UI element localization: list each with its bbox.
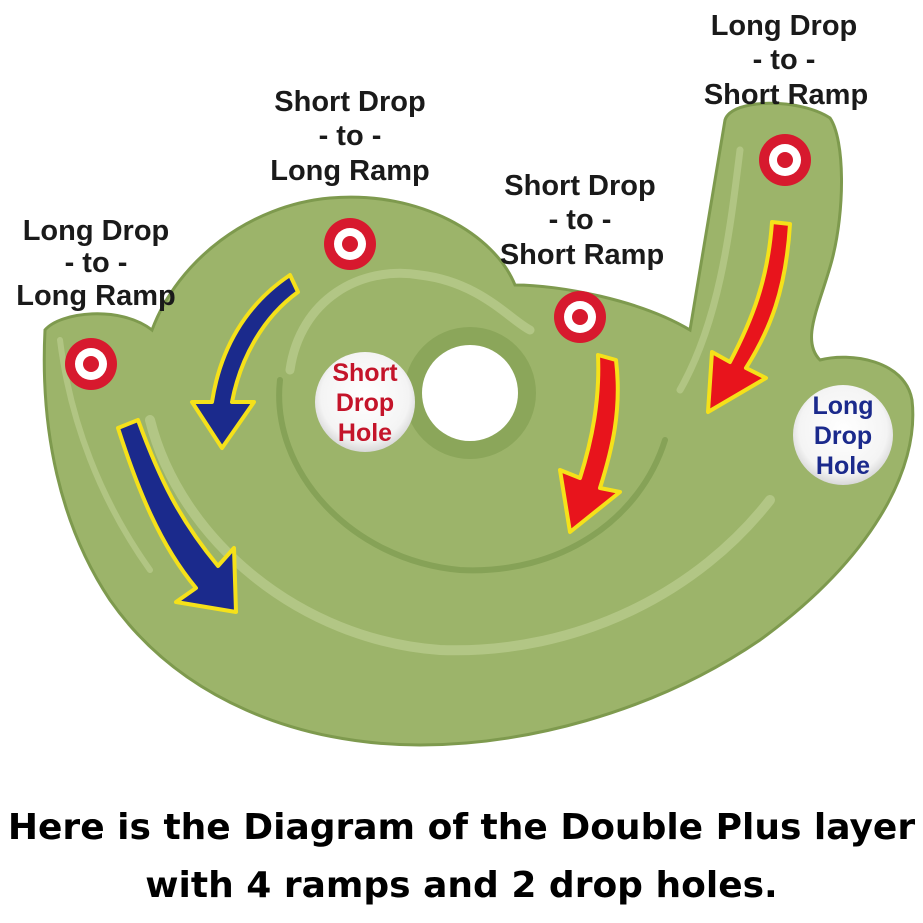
target-dot: [572, 309, 588, 325]
label-long-drop-short-ramp: Long Drop - to - Short Ramp: [704, 10, 868, 111]
label-line: Short Ramp: [500, 239, 664, 271]
long-hole-line-2: Drop: [814, 422, 872, 450]
inner-ring: [276, 377, 668, 574]
target-dot: [777, 152, 793, 168]
short-hole-line-3: Hole: [338, 419, 392, 447]
center-hole: [422, 345, 518, 441]
right-arm-edge: [676, 146, 744, 394]
target-dot: [342, 236, 358, 252]
label-long-drop-long-ramp: Long Drop - to - Long Ramp: [16, 215, 176, 312]
arrow-blue-long-ramp: [116, 418, 238, 614]
target-short-short: [554, 291, 606, 343]
long-hole-line-1: Long: [812, 392, 873, 420]
arrows: [116, 220, 792, 614]
short-drop-hole-circle: [315, 352, 415, 452]
label-line: Short Drop: [274, 86, 425, 118]
label-line: - to -: [549, 204, 612, 236]
arrow-red-short-short: [558, 353, 622, 534]
label-line: Long Drop: [23, 215, 170, 247]
target-long-short: [759, 134, 811, 186]
label-short-drop-long-ramp: Short Drop - to - Long Ramp: [270, 86, 430, 187]
channel-ridge-inner: [285, 268, 535, 375]
label-line: Long Ramp: [16, 280, 176, 312]
arrow-blue-short-long: [190, 273, 300, 450]
caption-line-1: Here is the Diagram of the Double Plus l…: [7, 807, 916, 848]
caption-line-2: with 4 ramps and 2 drop holes.: [145, 865, 778, 906]
label-short-drop-short-ramp: Short Drop - to - Short Ramp: [500, 170, 664, 271]
label-line: - to -: [319, 120, 382, 152]
long-drop-hole-circle: [793, 385, 893, 485]
label-line: Long Ramp: [270, 155, 430, 187]
label-line: Long Drop: [711, 10, 858, 42]
long-hole-line-3: Hole: [816, 452, 870, 480]
short-hole-line-2: Drop: [336, 389, 394, 417]
arrow-red-long-short: [706, 220, 792, 414]
long-drop-hole: Long Drop Hole: [793, 385, 893, 485]
target-long-long: [65, 338, 117, 390]
target-short-long: [324, 218, 376, 270]
left-arm-edge: [57, 337, 153, 573]
label-line: Short Drop: [504, 170, 655, 202]
label-line: - to -: [65, 247, 128, 279]
short-hole-line-1: Short: [332, 359, 398, 387]
channel-ridge-outer: [145, 415, 775, 656]
tray: [42, 101, 915, 747]
label-line: Short Ramp: [704, 79, 868, 111]
short-drop-hole: Short Drop Hole: [315, 352, 415, 452]
label-line: - to -: [753, 44, 816, 76]
target-dot: [83, 356, 99, 372]
